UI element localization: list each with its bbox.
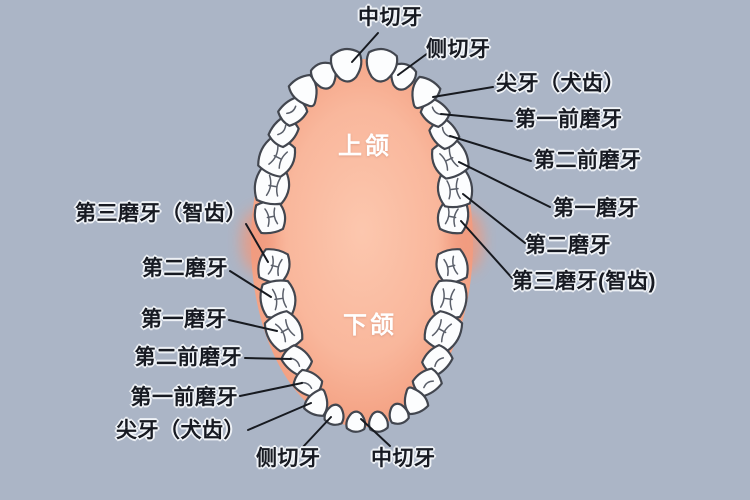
tooth-lower-left-second-premolar (280, 344, 314, 377)
label-lower-second-premolar: 第二前磨牙 (134, 346, 242, 369)
leader-line-lower-lateral-incisor (301, 416, 332, 449)
label-lower-third-molar: 第三磨牙（智齿） (75, 202, 247, 225)
tooth-upper-right-canine (411, 75, 442, 110)
tooth-lower-right-lateral-incisor (388, 402, 410, 425)
label-lower-canine: 尖牙（犬齿） (116, 419, 245, 442)
lower-jaw-label: 下颌 (343, 312, 397, 339)
leader-line-upper-central-incisor (351, 32, 379, 63)
palate-shape (251, 59, 473, 427)
tooth-lower-left-first-premolar (292, 368, 324, 399)
tooth-lower-left-central-incisor (345, 410, 367, 433)
tooth-lower-left-canine (303, 388, 329, 417)
tooth-upper-right-central-incisor (365, 47, 399, 83)
label-lower-central-incisor: 中切牙 (371, 447, 436, 470)
leader-line-lower-second-premolar (244, 357, 292, 360)
tooth-lower-right-canine (403, 386, 430, 416)
label-upper-second-molar: 第二磨牙 (525, 234, 611, 257)
leader-line-upper-canine (432, 86, 494, 98)
leader-line-upper-first-premolar (440, 113, 513, 122)
upper-jaw-label: 上颌 (338, 133, 392, 160)
tooth-upper-right-first-molar (430, 137, 470, 180)
tooth-lower-right-first-molar (423, 310, 464, 353)
label-upper-canine: 尖牙（犬齿） (496, 72, 625, 95)
label-upper-first-molar: 第一磨牙 (553, 197, 639, 220)
label-lower-lateral-incisor: 侧切牙 (256, 447, 321, 470)
tooth-lower-right-second-molar (430, 279, 468, 319)
tooth-lower-left-second-molar (259, 279, 297, 319)
leader-lines-group (228, 32, 551, 449)
leader-line-lower-third-molar (245, 223, 269, 263)
label-lower-second-molar: 第二磨牙 (142, 257, 228, 280)
label-upper-lateral-incisor: 侧切牙 (426, 38, 491, 61)
leader-line-lower-first-molar (228, 319, 278, 332)
leader-line-upper-second-molar (462, 193, 526, 244)
tooth-upper-left-central-incisor (329, 47, 363, 83)
label-upper-third-molar: 第三磨牙(智齿) (512, 270, 656, 293)
tooth-upper-left-first-molar (257, 135, 297, 178)
leader-line-upper-first-molar (458, 161, 551, 208)
label-lower-first-premolar: 第一前磨牙 (130, 386, 238, 409)
label-upper-first-premolar: 第一前磨牙 (515, 108, 623, 131)
tooth-lower-right-first-premolar (411, 367, 443, 398)
tooth-upper-right-lateral-incisor (390, 62, 418, 91)
tooth-upper-left-canine (287, 73, 318, 108)
label-upper-central-incisor: 中切牙 (358, 6, 423, 29)
leader-line-lower-second-molar (229, 270, 272, 298)
leader-line-upper-lateral-incisor (397, 52, 429, 76)
label-lower-first-molar: 第一磨牙 (141, 308, 227, 331)
leader-line-lower-first-premolar (239, 382, 303, 397)
label-upper-second-premolar: 第二前磨牙 (534, 149, 642, 172)
leader-line-upper-third-molar (460, 220, 513, 279)
teeth-group (253, 47, 474, 433)
tooth-upper-left-first-premolar (277, 96, 309, 127)
leader-line-upper-second-premolar (449, 135, 532, 162)
leader-line-lower-canine (247, 402, 312, 431)
leader-line-lower-central-incisor (360, 418, 391, 447)
tooth-lower-left-first-molar (263, 310, 304, 353)
tooth-lower-right-central-incisor (367, 410, 389, 433)
